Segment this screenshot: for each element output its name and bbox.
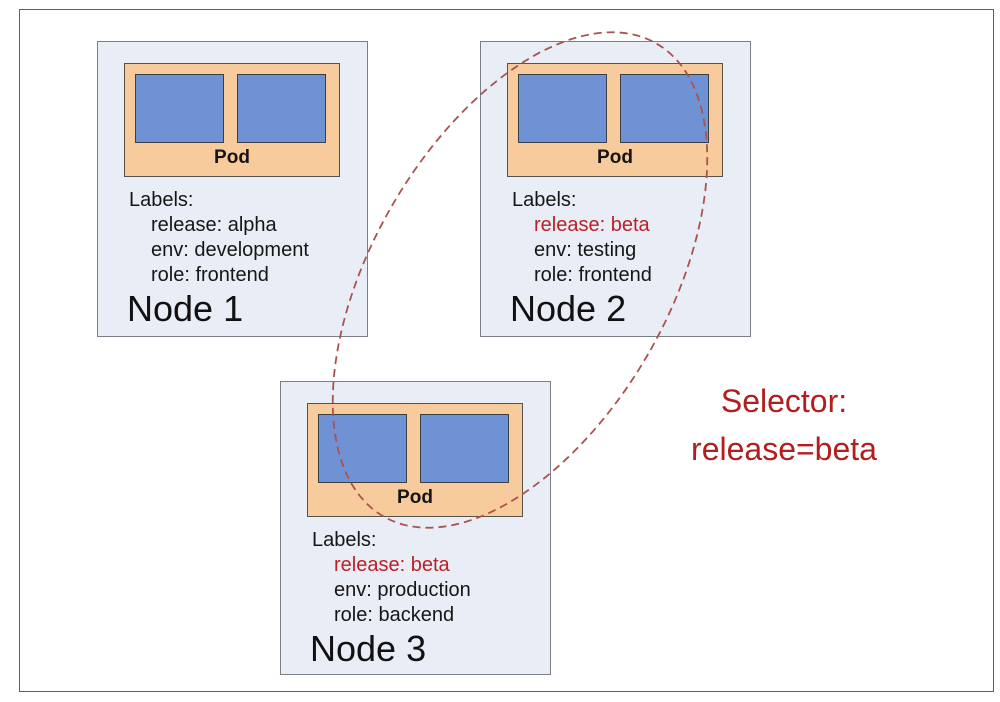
pod-label: Pod: [597, 147, 633, 168]
container-box: [237, 74, 326, 143]
label-release: release: alpha: [151, 214, 277, 236]
pod-box: Pod: [307, 403, 523, 517]
container-box: [318, 414, 407, 483]
label-release: release: beta: [334, 554, 450, 576]
pod-box: Pod: [507, 63, 723, 177]
label-env: env: production: [334, 579, 471, 601]
label-release: release: beta: [534, 214, 650, 236]
label-env: env: development: [151, 239, 309, 261]
labels-heading: Labels:: [129, 189, 194, 211]
node-title: Node 2: [510, 288, 627, 329]
label-role: role: frontend: [151, 264, 269, 286]
pod-box: Pod: [124, 63, 340, 177]
selector-caption: Selector: release=beta: [653, 377, 915, 473]
node-3: Pod Labels: release: beta env: productio…: [280, 381, 551, 675]
labels-list: Labels: release: beta env: production ro…: [281, 528, 550, 628]
labels-list: Labels: release: alpha env: development …: [98, 188, 367, 288]
labels-heading: Labels:: [312, 529, 377, 551]
node-title: Node 1: [127, 288, 244, 329]
container-box: [620, 74, 709, 143]
node-1: Pod Labels: release: alpha env: developm…: [97, 41, 368, 337]
node-title: Node 3: [310, 628, 427, 669]
labels-list: Labels: release: beta env: testing role:…: [481, 188, 750, 288]
label-role: role: backend: [334, 604, 455, 626]
node-2: Pod Labels: release: beta env: testing r…: [480, 41, 751, 337]
label-role: role: frontend: [534, 264, 652, 286]
container-box: [518, 74, 607, 143]
selector-caption-line2: release=beta: [691, 431, 877, 467]
pod-label: Pod: [214, 147, 250, 168]
selector-caption-line1: Selector:: [720, 383, 848, 419]
label-env: env: testing: [534, 239, 637, 261]
container-box: [135, 74, 224, 143]
labels-heading: Labels:: [512, 189, 577, 211]
pod-label: Pod: [397, 487, 433, 508]
container-box: [420, 414, 509, 483]
